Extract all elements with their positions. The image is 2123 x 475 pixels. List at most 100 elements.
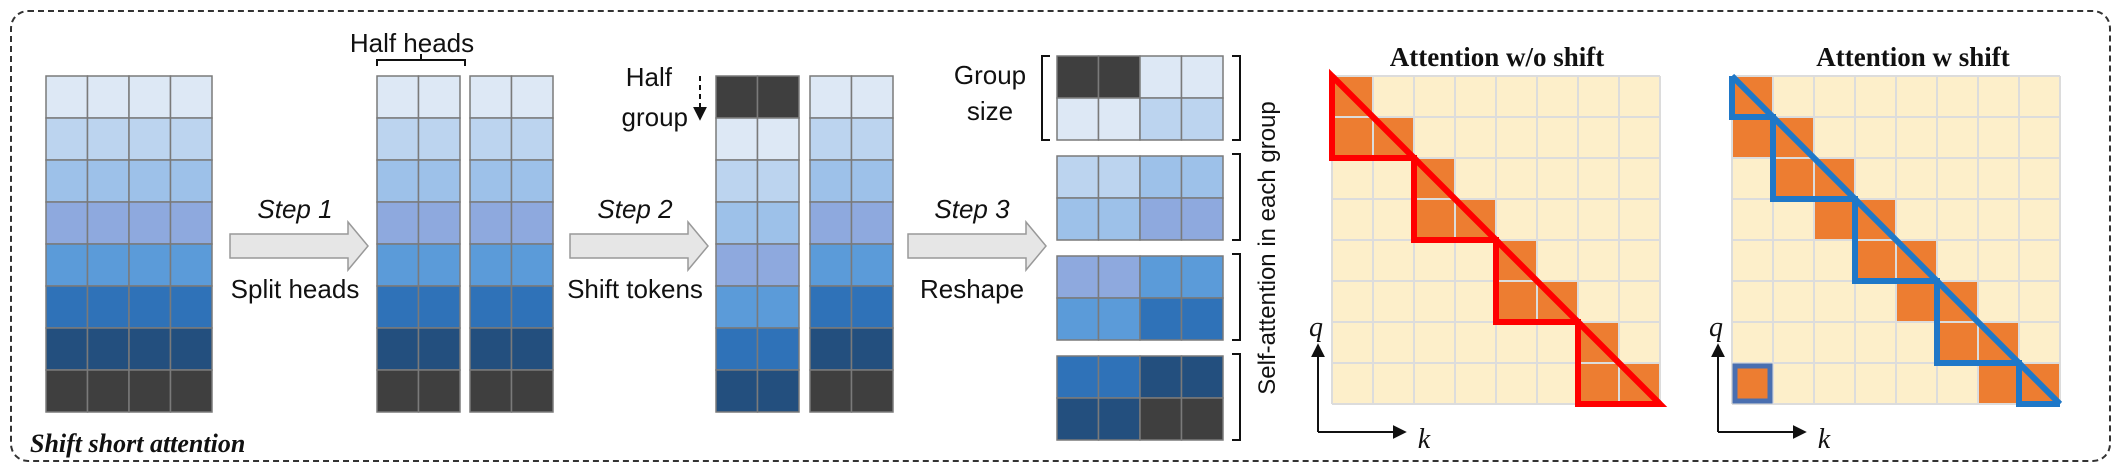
token-cell: [45, 117, 89, 161]
diagram-caption: Shift short attention: [30, 429, 245, 458]
q-axis-label-shift: q: [1709, 312, 1723, 343]
token-cell: [86, 201, 130, 245]
reshaped-group-cell: [1139, 297, 1183, 341]
attended-cell: [1897, 282, 1936, 321]
token-cell: [169, 243, 213, 287]
step3-arrow: [907, 219, 1047, 273]
token-cell: [45, 75, 89, 119]
token-cell: [128, 117, 172, 161]
token-cell: [169, 117, 213, 161]
split-head-cell: [417, 285, 461, 329]
token-cell: [86, 75, 130, 119]
reshaped-group-cell: [1180, 55, 1224, 99]
reshaped-group-cell: [1097, 97, 1141, 141]
split-head-cell: [376, 201, 420, 245]
reshaped-group-cell: [1097, 197, 1141, 241]
reshaped-group-cell: [1097, 255, 1141, 299]
token-cell: [86, 117, 130, 161]
unshifted-head-cell: [809, 243, 853, 287]
unshifted-head-cell: [850, 75, 894, 119]
reshaped-group-cell: [1056, 397, 1100, 441]
split-head-cell: [469, 159, 513, 203]
split-head-cell: [510, 369, 554, 413]
shifted-head-cell: [715, 243, 759, 287]
attended-cell: [1938, 323, 1977, 362]
token-cell: [86, 285, 130, 329]
unshifted-head-cell: [850, 201, 894, 245]
reshaped-group-cell: [1097, 55, 1141, 99]
staircase-outline: [1729, 76, 2060, 407]
split-head-cell: [376, 75, 420, 119]
step1-arrow: [229, 219, 369, 273]
attended-cell: [1415, 200, 1454, 239]
split-head-cell: [417, 369, 461, 413]
token-cell: [169, 285, 213, 329]
split-head-cell: [510, 243, 554, 287]
reshaped-group-cell: [1056, 97, 1100, 141]
step3-description: Reshape: [920, 274, 1024, 304]
shifted-head-cell: [756, 75, 800, 119]
group-size-label-line1: Group: [954, 60, 1026, 90]
shifted-head-cell: [756, 243, 800, 287]
split-head-cell: [376, 243, 420, 287]
unshifted-head-cell: [850, 369, 894, 413]
split-heads-block: [376, 75, 554, 413]
attention-with-shift-matrix: [1729, 73, 2063, 407]
split-head-cell: [469, 327, 513, 371]
split-head-cell: [510, 159, 554, 203]
reshaped-group-cell: [1139, 55, 1183, 99]
token-cell: [45, 201, 89, 245]
reshaped-group-cell: [1056, 55, 1100, 99]
reshaped-group-cell: [1097, 355, 1141, 399]
split-head-cell: [417, 327, 461, 371]
shifted-head-cell: [715, 201, 759, 245]
unshifted-head-cell: [850, 243, 894, 287]
original-tokens-block: [45, 75, 213, 413]
shifted-head-cell: [756, 201, 800, 245]
reshaped-group-cell: [1139, 255, 1183, 299]
attended-cell: [1979, 364, 2018, 403]
split-head-cell: [417, 75, 461, 119]
group-size-label-line2: size: [967, 96, 1013, 126]
unshifted-head-cell: [809, 159, 853, 203]
step1-description: Split heads: [231, 274, 360, 304]
reshaped-group-cell: [1139, 97, 1183, 141]
unshifted-head-cell: [809, 117, 853, 161]
shifted-head-cell: [715, 327, 759, 371]
reshaped-group-cell: [1139, 197, 1183, 241]
token-cell: [128, 159, 172, 203]
split-head-cell: [417, 243, 461, 287]
shifted-head-cell: [715, 159, 759, 203]
unshifted-head-cell: [850, 159, 894, 203]
split-head-cell: [469, 117, 513, 161]
reshaped-group-cell: [1097, 155, 1141, 199]
token-cell: [45, 159, 89, 203]
split-head-cell: [469, 369, 513, 413]
attention-without-shift-matrix: [1329, 68, 1668, 407]
token-cell: [128, 285, 172, 329]
unshifted-head-cell: [850, 285, 894, 329]
split-head-cell: [376, 117, 420, 161]
shifted-head-cell: [756, 117, 800, 161]
half-group-label-line2: group: [622, 102, 689, 132]
reshaped-group-cell: [1180, 197, 1224, 241]
reshaped-group-cell: [1180, 255, 1224, 299]
shifted-head-cell: [756, 327, 800, 371]
token-cell: [169, 369, 213, 413]
token-cell: [86, 243, 130, 287]
reshaped-group-cell: [1180, 297, 1224, 341]
split-head-cell: [469, 285, 513, 329]
reshaped-group-cell: [1139, 397, 1183, 441]
shifted-tokens-block: [715, 75, 894, 413]
step1-label: Step 1: [257, 194, 332, 224]
attention-without-shift-title: Attention w/o shift: [1390, 42, 1605, 72]
token-cell: [169, 159, 213, 203]
shifted-head-cell: [756, 369, 800, 413]
split-head-cell: [417, 117, 461, 161]
split-head-cell: [469, 75, 513, 119]
token-cell: [45, 369, 89, 413]
split-head-cell: [417, 159, 461, 203]
token-cell: [45, 327, 89, 371]
unshifted-head-cell: [809, 327, 853, 371]
split-head-cell: [510, 117, 554, 161]
